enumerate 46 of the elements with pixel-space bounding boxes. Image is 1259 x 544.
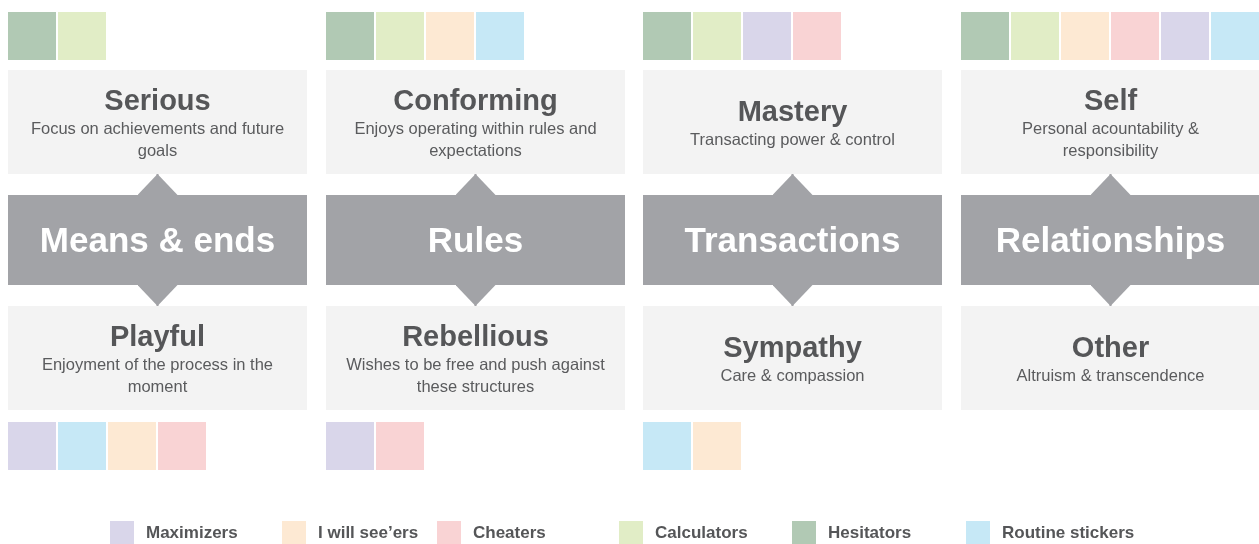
arrow <box>137 173 178 196</box>
trait-description: Altruism & transcendence <box>1016 365 1205 386</box>
legend-label: Routine stickers <box>1002 523 1135 543</box>
trait-description: Personal acountability & responsibility <box>1021 118 1200 161</box>
legend-label: Calculators <box>655 523 748 543</box>
legend-label: Maximizers <box>146 523 238 543</box>
category-title: Transactions <box>684 220 901 260</box>
category-title: Means & ends <box>39 220 276 260</box>
trait-description: Enjoys operating within rules and expectations <box>353 118 598 161</box>
trait-title: Self <box>1083 83 1138 117</box>
trait-card <box>961 306 1259 410</box>
trait-description: Care & compassion <box>720 365 865 386</box>
category-band <box>643 195 942 285</box>
trait-title: Mastery <box>737 94 848 128</box>
trait-card <box>8 70 307 174</box>
category-band <box>961 195 1259 285</box>
trait-description: Wishes to be free and push against these structures <box>345 354 606 397</box>
trait-title: Rebellious <box>402 319 549 353</box>
arrow <box>1090 173 1131 196</box>
trait-description: Transacting power & control <box>690 129 895 150</box>
trait-card <box>326 70 625 174</box>
trait-card <box>643 306 942 410</box>
trait-description: Enjoyment of the process in the moment <box>40 354 275 397</box>
trait-title: Sympathy <box>723 330 862 364</box>
arrow <box>455 284 496 307</box>
category-title: Rules <box>427 220 524 260</box>
trait-card <box>326 306 625 410</box>
arrow <box>137 284 178 307</box>
arrow <box>455 173 496 196</box>
category-band <box>326 195 625 285</box>
legend-label: I will see’ers <box>318 523 419 543</box>
trait-card <box>961 70 1259 174</box>
legend-label: Cheaters <box>473 523 546 543</box>
legend-label: Hesitators <box>828 523 912 543</box>
trait-title: Playful <box>109 319 206 353</box>
trait-title: Conforming <box>393 83 558 117</box>
trait-card <box>643 70 942 174</box>
category-title: Relationships <box>995 220 1226 260</box>
trait-title: Serious <box>104 83 211 117</box>
category-band <box>8 195 307 285</box>
trait-title: Other <box>1071 330 1150 364</box>
trait-description: Focus on achievements and future goals <box>29 118 286 161</box>
arrow <box>1090 284 1131 307</box>
arrow <box>772 284 813 307</box>
arrow <box>772 173 813 196</box>
trait-card <box>8 306 307 410</box>
